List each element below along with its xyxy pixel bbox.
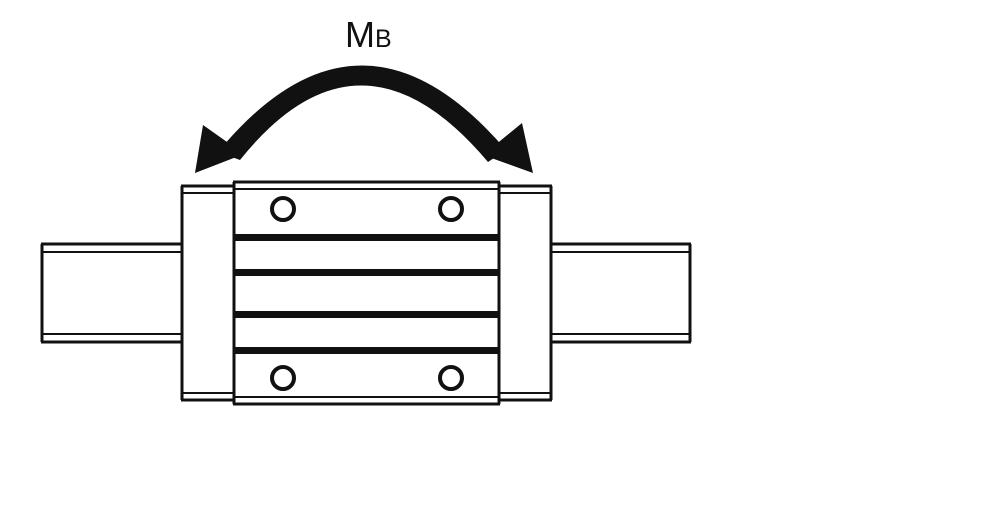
- guide-rail: [40, 242, 692, 344]
- carriage-stripes: [234, 234, 499, 354]
- mounting-hole-bottom-right-icon: [438, 365, 464, 391]
- right-arrowhead: [483, 123, 533, 173]
- arrow-arc: [218, 65, 506, 162]
- moment-label-subscript: B: [375, 25, 392, 53]
- mounting-hole-top-right-icon: [438, 196, 464, 222]
- moment-label: MB: [345, 14, 392, 55]
- left-arrowhead: [195, 125, 244, 173]
- left-end-seal: [180, 184, 234, 402]
- mounting-hole-top-left-icon: [270, 196, 296, 222]
- stripe-2: [234, 269, 499, 276]
- mounting-hole-bottom-left-icon: [270, 365, 296, 391]
- carriage-block: [232, 180, 501, 406]
- curved-moment-arrow-icon: [195, 65, 533, 173]
- mounting-holes: [270, 196, 464, 391]
- moment-label-main: M: [345, 14, 375, 55]
- stripe-1: [234, 234, 499, 241]
- right-end-seal: [500, 184, 553, 402]
- stripe-4: [234, 347, 499, 354]
- stripe-3: [234, 311, 499, 318]
